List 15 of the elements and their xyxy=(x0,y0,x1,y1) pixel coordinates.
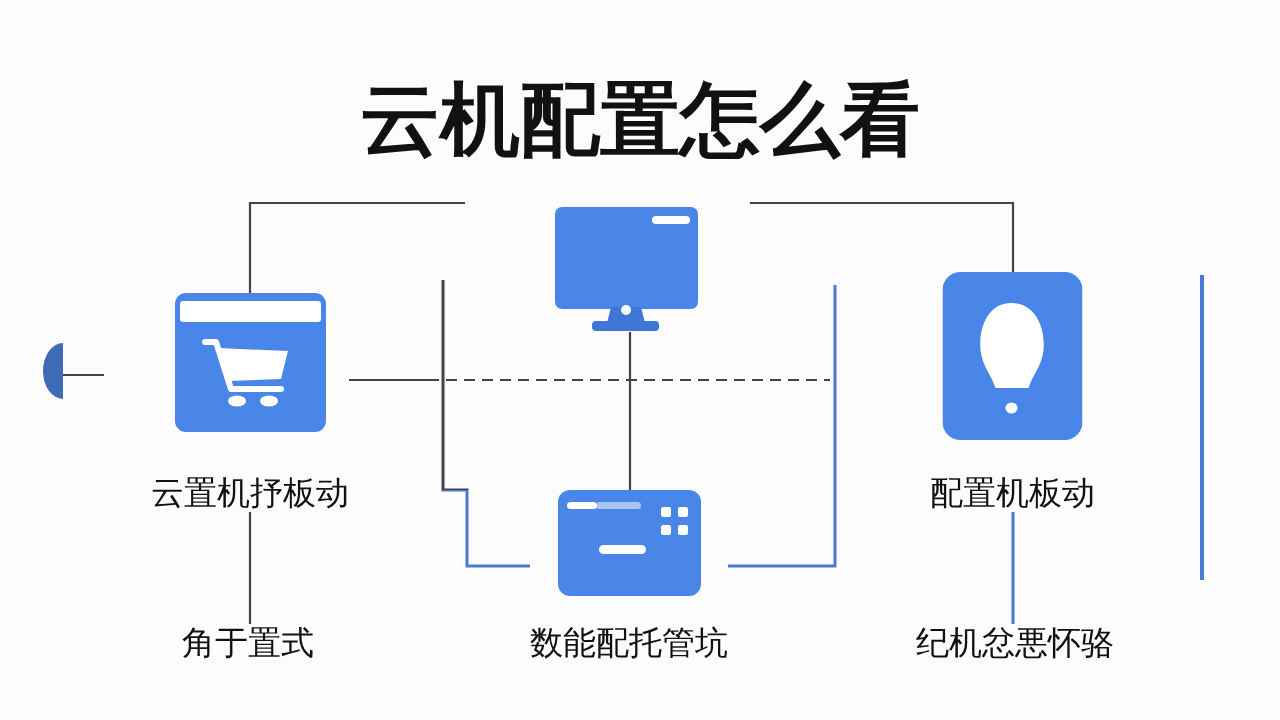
title: 云机配置怎么看 xyxy=(360,80,920,160)
monitor-icon xyxy=(555,207,698,332)
connector-line xyxy=(248,201,465,293)
connector-line xyxy=(441,280,530,568)
connector-line xyxy=(248,512,252,624)
connector-line xyxy=(750,201,1015,272)
icon-caption: 云置机抒板动 xyxy=(151,474,349,512)
connector-line xyxy=(1011,512,1015,624)
icon-caption: 配置机板动 xyxy=(929,474,1095,512)
connector-line xyxy=(63,373,104,377)
dashed-line xyxy=(349,378,830,382)
text-label: 纪机忿悪怀骆 xyxy=(916,624,1114,662)
connector-line xyxy=(728,285,837,568)
icon-caption: 数能配托管坑 xyxy=(530,624,728,662)
text-label: 角于置式 xyxy=(182,624,314,662)
